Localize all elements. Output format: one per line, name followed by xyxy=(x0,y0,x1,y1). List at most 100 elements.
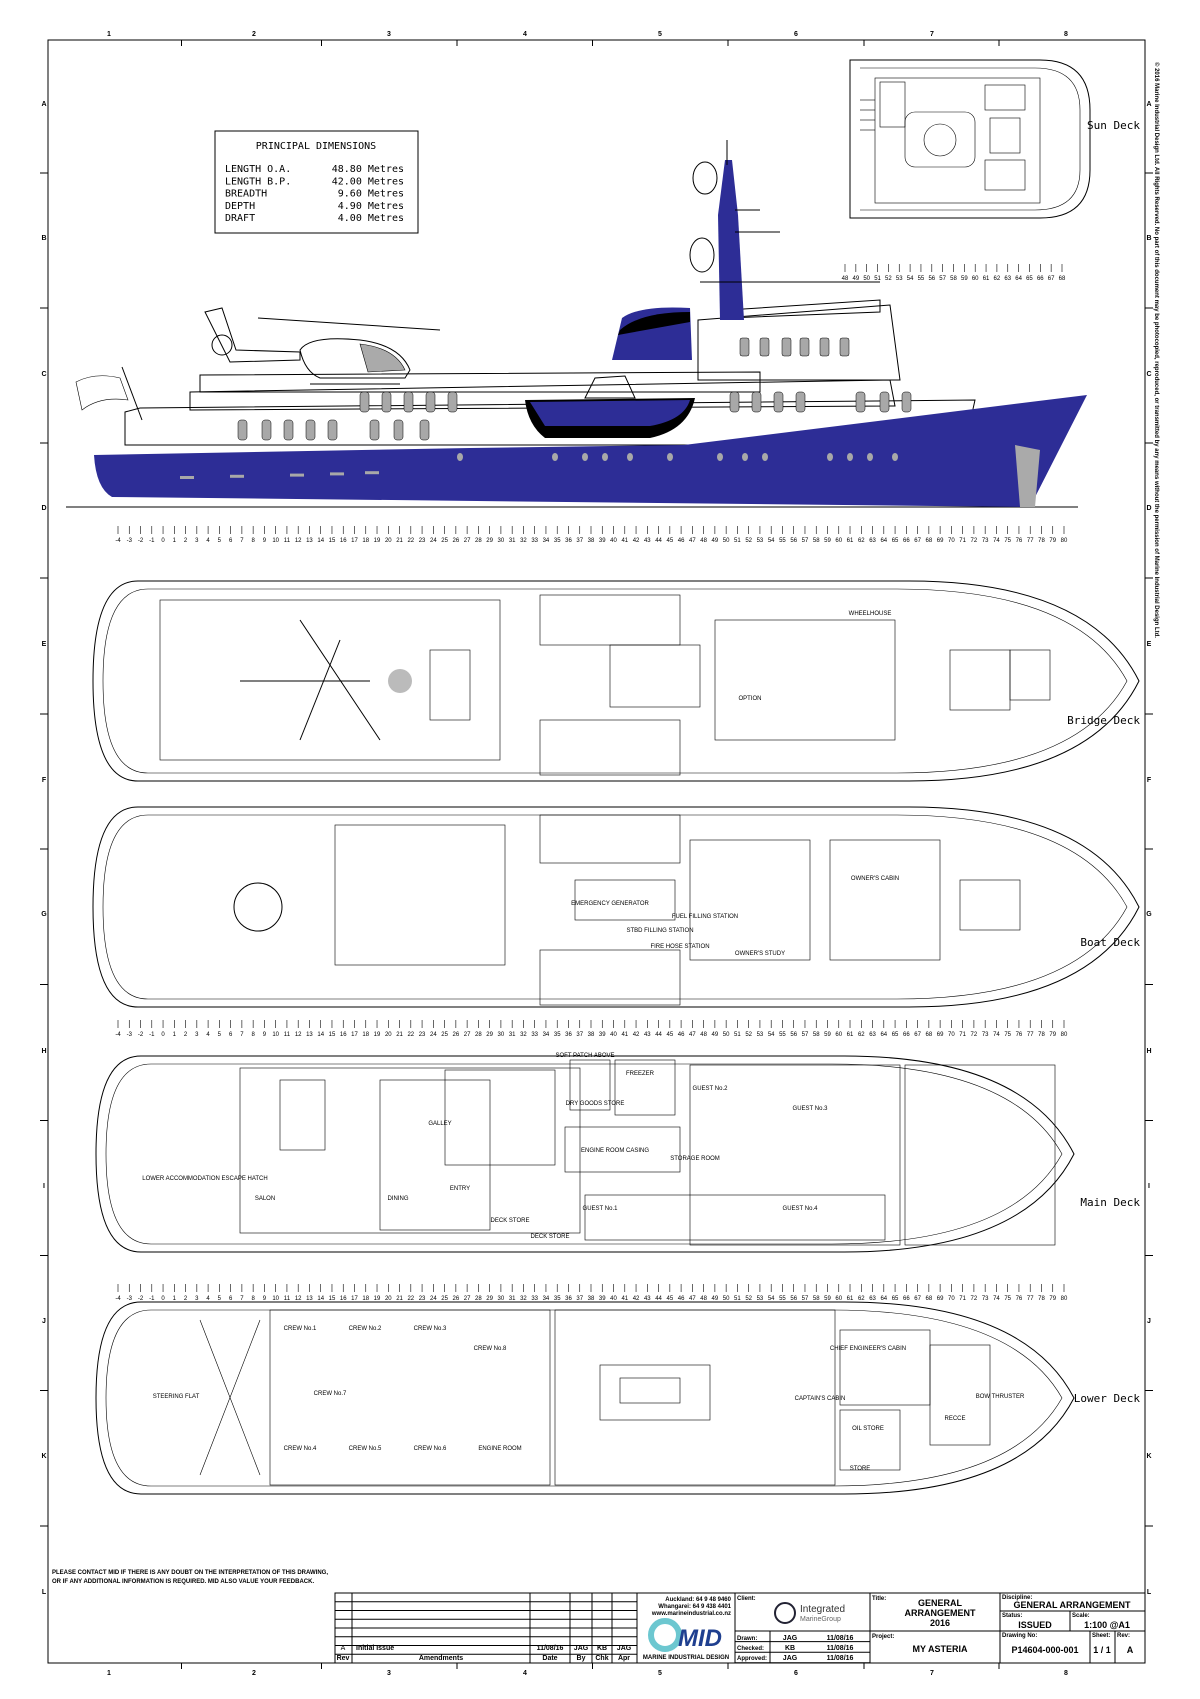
frame-number: 51 xyxy=(734,1296,741,1302)
frame-number: 21 xyxy=(396,1296,403,1302)
frame-number: 12 xyxy=(295,1032,302,1038)
frame-number: 36 xyxy=(565,1032,572,1038)
room-label: CREW No.8 xyxy=(474,1346,507,1352)
window xyxy=(759,337,770,357)
title-line2: ARRANGEMENT xyxy=(905,1608,977,1618)
frame-number: 31 xyxy=(509,538,516,544)
frame-number: 29 xyxy=(486,538,493,544)
frame-number: 6 xyxy=(229,1296,233,1302)
project-label: Project: xyxy=(872,1634,894,1640)
frame-number: 12 xyxy=(295,1296,302,1302)
room-label: SALON xyxy=(255,1196,275,1202)
frame-number: 70 xyxy=(948,538,955,544)
frame-number: 52 xyxy=(745,1296,752,1302)
frame-number: 67 xyxy=(914,1032,921,1038)
frame-number: 7 xyxy=(240,1032,244,1038)
grid-column-label: 7 xyxy=(930,31,934,38)
frame-number: 70 xyxy=(948,1032,955,1038)
grid-row-label: D xyxy=(41,505,46,512)
frame-number: 44 xyxy=(655,1296,662,1302)
grid-row-label: L xyxy=(1147,1589,1152,1596)
frame-number: 74 xyxy=(993,1296,1000,1302)
frame-number: 47 xyxy=(689,1296,696,1302)
porthole xyxy=(582,453,588,461)
grid-row-label: L xyxy=(42,1589,47,1596)
window xyxy=(799,337,810,357)
frame-number: 55 xyxy=(779,1296,786,1302)
frame-number: 65 xyxy=(892,1296,899,1302)
frame-number: 46 xyxy=(678,538,685,544)
frame-number: 76 xyxy=(1016,1296,1023,1302)
hull-marking xyxy=(365,471,379,475)
frame-number: 74 xyxy=(993,538,1000,544)
window xyxy=(359,391,370,413)
window xyxy=(879,391,890,413)
frame-number: 16 xyxy=(340,1296,347,1302)
grid-column-label: 4 xyxy=(523,31,527,38)
room-label: LOWER ACCOMMODATION ESCAPE HATCH xyxy=(142,1176,267,1182)
frame-number: 9 xyxy=(263,1032,267,1038)
frame-number: 31 xyxy=(509,1032,516,1038)
frame-number: 65 xyxy=(892,1032,899,1038)
frame-number: 53 xyxy=(896,276,903,282)
frame-number: 38 xyxy=(588,538,595,544)
room-outline xyxy=(444,1069,556,1166)
porthole xyxy=(627,453,633,461)
contact-line2: Whangarei: 64 9 438 4401 xyxy=(658,1604,731,1610)
frame-number: 2 xyxy=(184,1032,188,1038)
frame-number: 50 xyxy=(723,1032,730,1038)
frame-number: 2 xyxy=(184,1296,188,1302)
frame-number: 43 xyxy=(644,1296,651,1302)
frame-number: 69 xyxy=(937,538,944,544)
room-outline xyxy=(829,839,941,961)
frame-number: 42 xyxy=(633,1296,640,1302)
room-outline xyxy=(574,879,676,921)
frame-number: 1 xyxy=(173,1296,177,1302)
frame-number: 14 xyxy=(317,1032,324,1038)
frame-number: 51 xyxy=(874,276,881,282)
frame-number: 35 xyxy=(554,1032,561,1038)
frame-number: 29 xyxy=(486,1032,493,1038)
porthole xyxy=(717,453,723,461)
room-outline xyxy=(269,1309,551,1486)
room-outline xyxy=(839,1409,901,1471)
frame-number: -2 xyxy=(138,1032,144,1038)
frame-number: 65 xyxy=(1026,276,1033,282)
frame-number: 63 xyxy=(1004,276,1011,282)
room-label: EMERGENCY GENERATOR xyxy=(571,901,649,907)
frame-number: 35 xyxy=(554,1296,561,1302)
frame-number: 54 xyxy=(768,538,775,544)
dimension-label: DRAFT xyxy=(225,213,255,224)
frame-number: 8 xyxy=(251,538,255,544)
frame-number: 60 xyxy=(835,538,842,544)
frame-number: 80 xyxy=(1061,1032,1068,1038)
porthole xyxy=(892,453,898,461)
room-outline xyxy=(689,839,811,961)
grid-column-label: 6 xyxy=(794,1670,798,1677)
dimension-value: 9.60 Metres xyxy=(338,189,404,200)
grid-column-label: 1 xyxy=(107,31,111,38)
principal-dimensions-title: PRINCIPAL DIMENSIONS xyxy=(256,141,376,152)
grid-row-label: G xyxy=(1146,911,1152,918)
rev-header-by: By xyxy=(577,1655,586,1662)
frame-number: 40 xyxy=(610,538,617,544)
dimension-value: 4.00 Metres xyxy=(338,213,404,224)
frame-number: 39 xyxy=(599,1296,606,1302)
frame-number: 37 xyxy=(576,1296,583,1302)
frame-number: 48 xyxy=(700,1296,707,1302)
room-outline xyxy=(279,1079,326,1151)
frame-number: 17 xyxy=(351,1296,358,1302)
scale-value: 1:100 @A1 xyxy=(1084,1620,1130,1630)
frame-number: 28 xyxy=(475,538,482,544)
frame-number: 22 xyxy=(407,538,414,544)
status-label: Status: xyxy=(1002,1613,1022,1619)
frame-number: 48 xyxy=(700,1032,707,1038)
room-label: GUEST No.3 xyxy=(793,1106,829,1112)
frame-number: 62 xyxy=(858,1032,865,1038)
window xyxy=(283,419,294,441)
signoff-by: JAG xyxy=(783,1635,798,1642)
frame-number: 0 xyxy=(161,1032,165,1038)
frame-number: 56 xyxy=(790,1032,797,1038)
